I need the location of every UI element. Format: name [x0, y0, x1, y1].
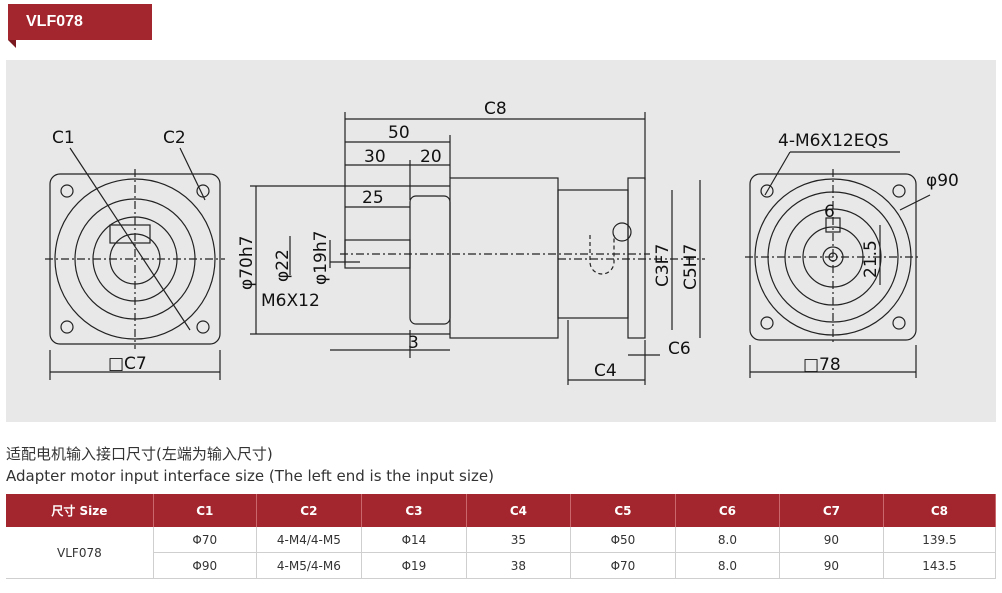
label-6: 6 [824, 202, 835, 222]
side-view [250, 112, 705, 385]
table-cell: 35 [466, 527, 571, 553]
label-c5h7: C5H7 [681, 244, 701, 290]
table-cell: 90 [779, 552, 884, 579]
label-c6: C6 [668, 339, 691, 359]
header-c6: C6 [675, 494, 780, 527]
label-c4: C4 [594, 361, 617, 381]
label-c8: C8 [484, 99, 507, 119]
label-30: 30 [364, 147, 386, 167]
table-cell: Φ90 [153, 552, 257, 579]
label-25: 25 [362, 188, 384, 208]
header-c5: C5 [570, 494, 676, 527]
caption-english: Adapter motor input interface size (The … [6, 467, 494, 485]
model-tag: VLF078 [8, 4, 152, 40]
header-c1: C1 [153, 494, 257, 527]
table-cell: Φ50 [570, 527, 676, 553]
label-20: 20 [420, 147, 442, 167]
output-end-view [745, 151, 931, 378]
table-cell: 90 [779, 527, 884, 553]
table-cell: 38 [466, 552, 571, 579]
header-size: 尺寸 Size [6, 494, 154, 527]
table-cell: 4-M4/4-M5 [256, 527, 362, 553]
header-c2: C2 [256, 494, 362, 527]
label-c3f7: C3F7 [653, 244, 673, 287]
caption-chinese: 适配电机输入接口尺寸(左端为输入尺寸) [6, 445, 273, 463]
label-phi19h7: φ19h7 [311, 231, 331, 285]
label-phi90: φ90 [926, 171, 959, 191]
technical-drawing-panel [6, 60, 996, 422]
label-phi70h7: φ70h7 [237, 236, 257, 290]
table-cell: 4-M5/4-M6 [256, 552, 362, 579]
table-header-row: 尺寸 Size C1 C2 C3 C4 C5 C6 C7 C8 [6, 494, 997, 527]
table-row: VLF078 Φ70 4-M4/4-M5 Φ14 35 Φ50 8.0 90 1… [6, 527, 997, 579]
label-c1: C1 [52, 128, 75, 148]
table-cell: 8.0 [675, 527, 780, 553]
table-cell: 143.5 [883, 552, 997, 579]
header-c4: C4 [466, 494, 571, 527]
spec-table: 尺寸 Size C1 C2 C3 C4 C5 C6 C7 C8 VLF078 Φ… [6, 494, 997, 579]
table-cell: 8.0 [675, 552, 780, 579]
header-c8: C8 [883, 494, 997, 527]
model-cell: VLF078 [6, 527, 154, 579]
label-square-78: □78 [803, 355, 841, 375]
input-end-view [45, 147, 225, 380]
table-cell: Φ14 [361, 527, 467, 553]
label-3: 3 [408, 333, 419, 353]
header-c7: C7 [779, 494, 884, 527]
label-bolt-spec: 4-M6X12EQS [778, 131, 889, 151]
label-c7-square: □C7 [108, 354, 147, 374]
label-phi22: φ22 [273, 249, 293, 282]
model-tag-notch [8, 40, 16, 48]
table-cell: Φ70 [153, 527, 257, 553]
table-row: Φ90 4-M5/4-M6 Φ19 38 Φ70 8.0 90 143.5 [6, 552, 997, 579]
table-cell: Φ70 [570, 552, 676, 579]
table-cell: Φ19 [361, 552, 467, 579]
label-c2: C2 [163, 128, 186, 148]
label-21-5: 21.5 [861, 240, 881, 278]
label-50: 50 [388, 123, 410, 143]
table-cell: 139.5 [883, 527, 997, 553]
header-c3: C3 [361, 494, 467, 527]
label-m6x12: M6X12 [261, 291, 320, 311]
